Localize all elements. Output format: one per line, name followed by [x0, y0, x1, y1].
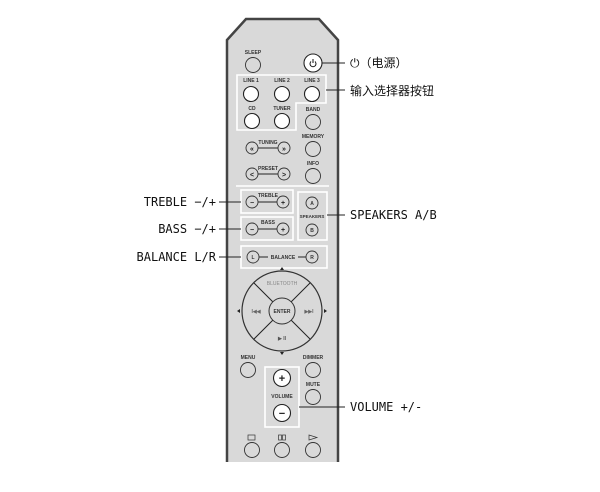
enter-label: ENTER	[274, 309, 291, 315]
preset-prev-button[interactable]	[245, 167, 259, 181]
pause-button[interactable]	[274, 442, 290, 458]
tuning-up-button[interactable]	[277, 141, 291, 155]
cd-label: CD	[248, 106, 256, 112]
balance-l-label: L	[251, 255, 254, 261]
menu-label: MENU	[241, 355, 256, 361]
callout-bass: BASS −/+	[158, 222, 216, 236]
left-arrow-icon	[237, 309, 240, 313]
preset-next-button[interactable]	[277, 167, 291, 181]
stop-button[interactable]	[244, 442, 260, 458]
rewind-icon: «	[250, 146, 254, 153]
bass-label: BASS	[261, 220, 276, 226]
callout-input-selector: 输入选择器按钮	[350, 83, 434, 98]
plus-icon: +	[279, 373, 285, 385]
pause-icon	[278, 434, 286, 441]
menu-button[interactable]	[240, 362, 256, 378]
power-icon	[309, 59, 317, 68]
chevron-left-icon: <	[250, 172, 254, 179]
line1-button[interactable]	[242, 85, 260, 103]
info-label: INFO	[307, 161, 319, 167]
memory-button[interactable]	[305, 141, 321, 157]
info-button[interactable]	[305, 168, 321, 184]
balance-right-button[interactable]	[305, 250, 319, 264]
sleep-button[interactable]	[245, 57, 261, 73]
fast-forward-icon: »	[282, 146, 286, 153]
play-icon	[308, 434, 319, 441]
dpad[interactable]	[241, 270, 323, 352]
power-button[interactable]	[303, 53, 323, 73]
treble-label: TREBLE	[258, 193, 279, 199]
balance-label: BALANCE	[271, 255, 296, 261]
speaker-a-label: A	[310, 201, 314, 207]
balance-left-button[interactable]	[246, 250, 260, 264]
sleep-label: SLEEP	[245, 50, 262, 56]
cd-button[interactable]	[243, 112, 261, 130]
balance-r-label: R	[310, 255, 314, 261]
band-label: BAND	[306, 107, 321, 113]
dimmer-button[interactable]	[305, 362, 321, 378]
stop-icon	[247, 434, 256, 441]
previous-icon: I◀◀	[251, 309, 260, 315]
speakers-group	[297, 191, 328, 241]
preset-label: PRESET	[258, 166, 278, 172]
callout-power: ⏻（电源）	[350, 56, 408, 70]
mute-label: MUTE	[306, 382, 321, 388]
mute-button[interactable]	[305, 389, 321, 405]
minus-icon: −	[279, 408, 285, 420]
speakers-label: SPEAKERS	[300, 214, 325, 219]
callout-volume: VOLUME +/-	[350, 400, 422, 414]
speaker-b-button[interactable]	[305, 223, 319, 237]
up-arrow-icon	[280, 267, 284, 270]
volume-down-button[interactable]	[272, 403, 292, 423]
line2-label: LINE 2	[274, 78, 290, 84]
plus-icon: +	[281, 227, 285, 234]
memory-label: MEMORY	[302, 134, 325, 140]
volume-label: VOLUME	[271, 394, 293, 400]
bass-plus-button[interactable]	[276, 222, 290, 236]
plus-icon: +	[281, 200, 285, 207]
minus-icon: −	[250, 227, 254, 234]
line3-label: LINE 3	[304, 78, 320, 84]
next-icon: ▶▶I	[303, 309, 314, 315]
volume-group	[264, 366, 300, 428]
minus-icon: −	[250, 200, 254, 207]
bluetooth-label: BLUETOOTH	[267, 281, 298, 287]
speaker-b-label: B	[310, 228, 314, 234]
line1-label: LINE 1	[243, 78, 259, 84]
enter-button[interactable]	[268, 297, 296, 325]
line2-button[interactable]	[273, 85, 291, 103]
bass-minus-button[interactable]	[245, 222, 259, 236]
dimmer-label: DIMMER	[303, 355, 324, 361]
line3-button[interactable]	[303, 85, 321, 103]
down-arrow-icon	[280, 352, 284, 355]
play-pause-icon: ▶ II	[277, 336, 287, 342]
callout-balance: BALANCE L/R	[137, 250, 217, 264]
band-button[interactable]	[305, 114, 321, 130]
tuner-button[interactable]	[273, 112, 291, 130]
play-button[interactable]	[305, 442, 321, 458]
input-selector-group	[236, 74, 327, 131]
callout-speakers: SPEAKERS A/B	[350, 208, 437, 222]
tuning-down-button[interactable]	[245, 141, 259, 155]
volume-up-button[interactable]	[272, 368, 292, 388]
right-arrow-icon	[324, 309, 327, 313]
callout-treble: TREBLE −/+	[144, 195, 216, 209]
tuning-label: TUNING	[258, 140, 277, 146]
tuner-label: TUNER	[273, 106, 291, 112]
treble-minus-button[interactable]	[245, 195, 259, 209]
speaker-a-button[interactable]	[305, 196, 319, 210]
chevron-right-icon: >	[282, 172, 286, 179]
treble-plus-button[interactable]	[276, 195, 290, 209]
